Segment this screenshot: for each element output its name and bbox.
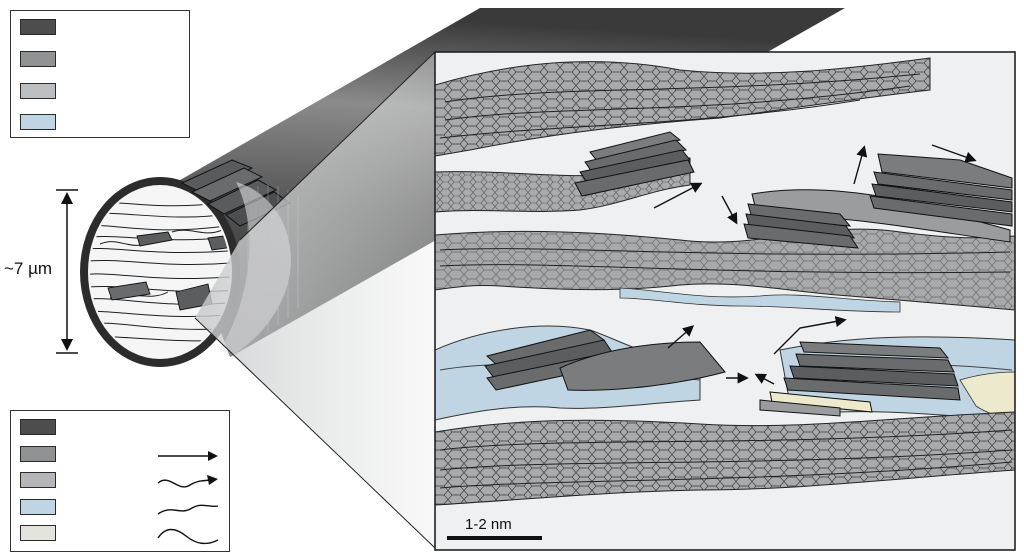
magnified-panel: [434, 51, 1016, 551]
dimension-label: ~7 µm: [4, 259, 53, 278]
legend-swatch-cream: [20, 525, 56, 541]
stack-c: [869, 153, 1013, 227]
curve-line-icon: [157, 528, 219, 545]
wavy-line-icon: [157, 504, 219, 515]
zoom-cone: [194, 51, 436, 549]
legend-swatch-mid-grey: [20, 51, 56, 67]
legend-swatch-blue: [20, 499, 56, 515]
fiber-end-stacks: [180, 159, 292, 227]
stack-d: [484, 329, 726, 391]
legend-swatch-blue: [20, 114, 56, 130]
arrow-straight-icon: [158, 451, 218, 461]
dimension-arrow: [56, 189, 78, 354]
stack-e: [759, 341, 961, 417]
legend-bottom: [10, 410, 230, 552]
legend-swatch-dark: [20, 19, 56, 35]
legend-swatch-mid-grey: [20, 446, 56, 462]
scale-bar-label: 1-2 nm: [465, 516, 512, 533]
legend-swatch-light-grey: [20, 472, 56, 488]
migration-arrows: [653, 144, 977, 385]
legend-swatch-dark: [20, 419, 56, 435]
stack-b: [743, 189, 1011, 249]
arrow-wavy-icon: [157, 475, 218, 488]
legend-swatch-light-grey: [20, 83, 56, 99]
stack-a: [574, 131, 695, 197]
legend-top: [10, 10, 190, 138]
